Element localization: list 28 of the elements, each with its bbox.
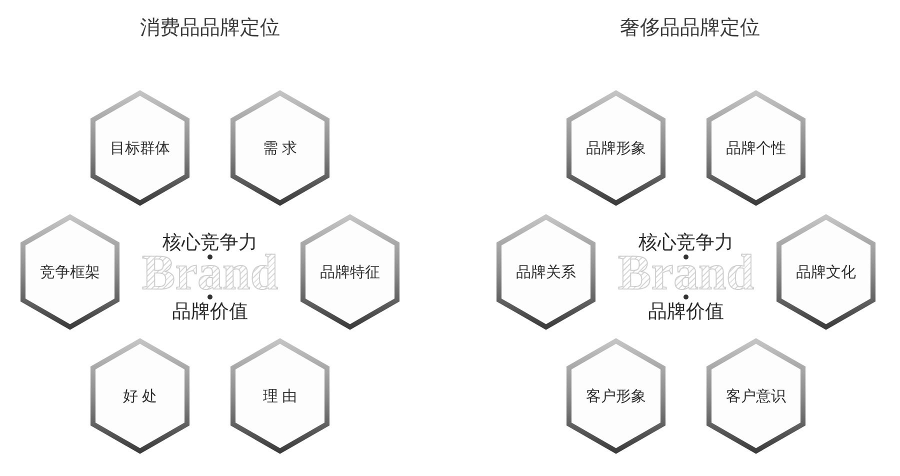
hexagon-node [706, 90, 806, 206]
hexagon-node [706, 338, 806, 454]
center-caption: 品牌价值 [648, 302, 724, 322]
node-label: 竞争框架 [40, 264, 100, 282]
hexagon-node [776, 214, 876, 330]
hexagon-node [230, 90, 330, 206]
node-label: 客户形象 [586, 387, 646, 406]
hexagon-node [230, 338, 330, 454]
hexagon-node [90, 90, 190, 206]
hexagon-node [300, 214, 400, 330]
hexagon-node [20, 214, 120, 330]
node-label: 需 求 [263, 140, 297, 158]
node-label: 好 处 [123, 388, 157, 406]
hexagon-node [496, 214, 596, 330]
node-label: 品牌特征 [320, 264, 380, 282]
section-title: 奢侈品品牌定位 [620, 17, 760, 37]
node-label: 客户意识 [726, 387, 786, 406]
hexagon-node [566, 338, 666, 454]
node-label: 品牌关系 [516, 264, 576, 282]
center-caption: 品牌价值 [172, 302, 248, 322]
node-label: 理 由 [263, 388, 297, 406]
node-label: 品牌个性 [726, 140, 786, 158]
section-title: 消费品品牌定位 [140, 17, 280, 37]
node-label: 品牌文化 [796, 264, 856, 282]
hexagon-node [90, 338, 190, 454]
hexagon-node [566, 90, 666, 206]
node-label: 目标群体 [110, 140, 170, 158]
node-label: 品牌形象 [586, 140, 646, 158]
